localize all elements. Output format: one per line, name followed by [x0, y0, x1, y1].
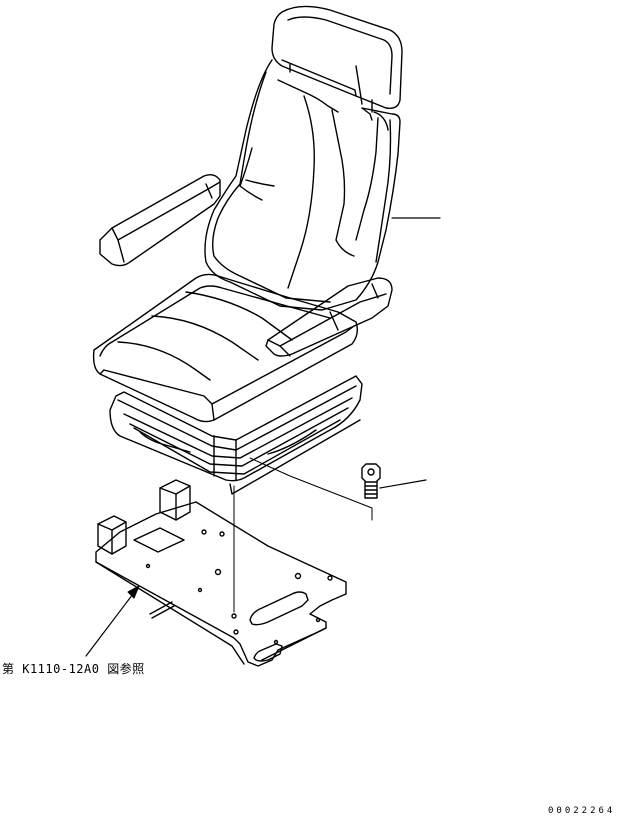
headrest — [271, 5, 403, 113]
mounting-plate — [95, 479, 347, 667]
bolt-leader-line — [379, 479, 427, 489]
bolt — [361, 463, 381, 499]
backrest — [204, 59, 401, 311]
seat-assembly — [92, 5, 403, 495]
drawing-number: 00022264 — [548, 806, 616, 816]
seat-cushion — [92, 273, 359, 423]
reference-arrow — [85, 585, 140, 657]
armrest-right — [265, 277, 393, 357]
reference-label: 第 K1110-12A0 図参照 — [2, 662, 145, 676]
bolt-alignment-line — [249, 457, 373, 521]
suspension-base — [109, 375, 363, 495]
armrest-left — [99, 173, 221, 267]
